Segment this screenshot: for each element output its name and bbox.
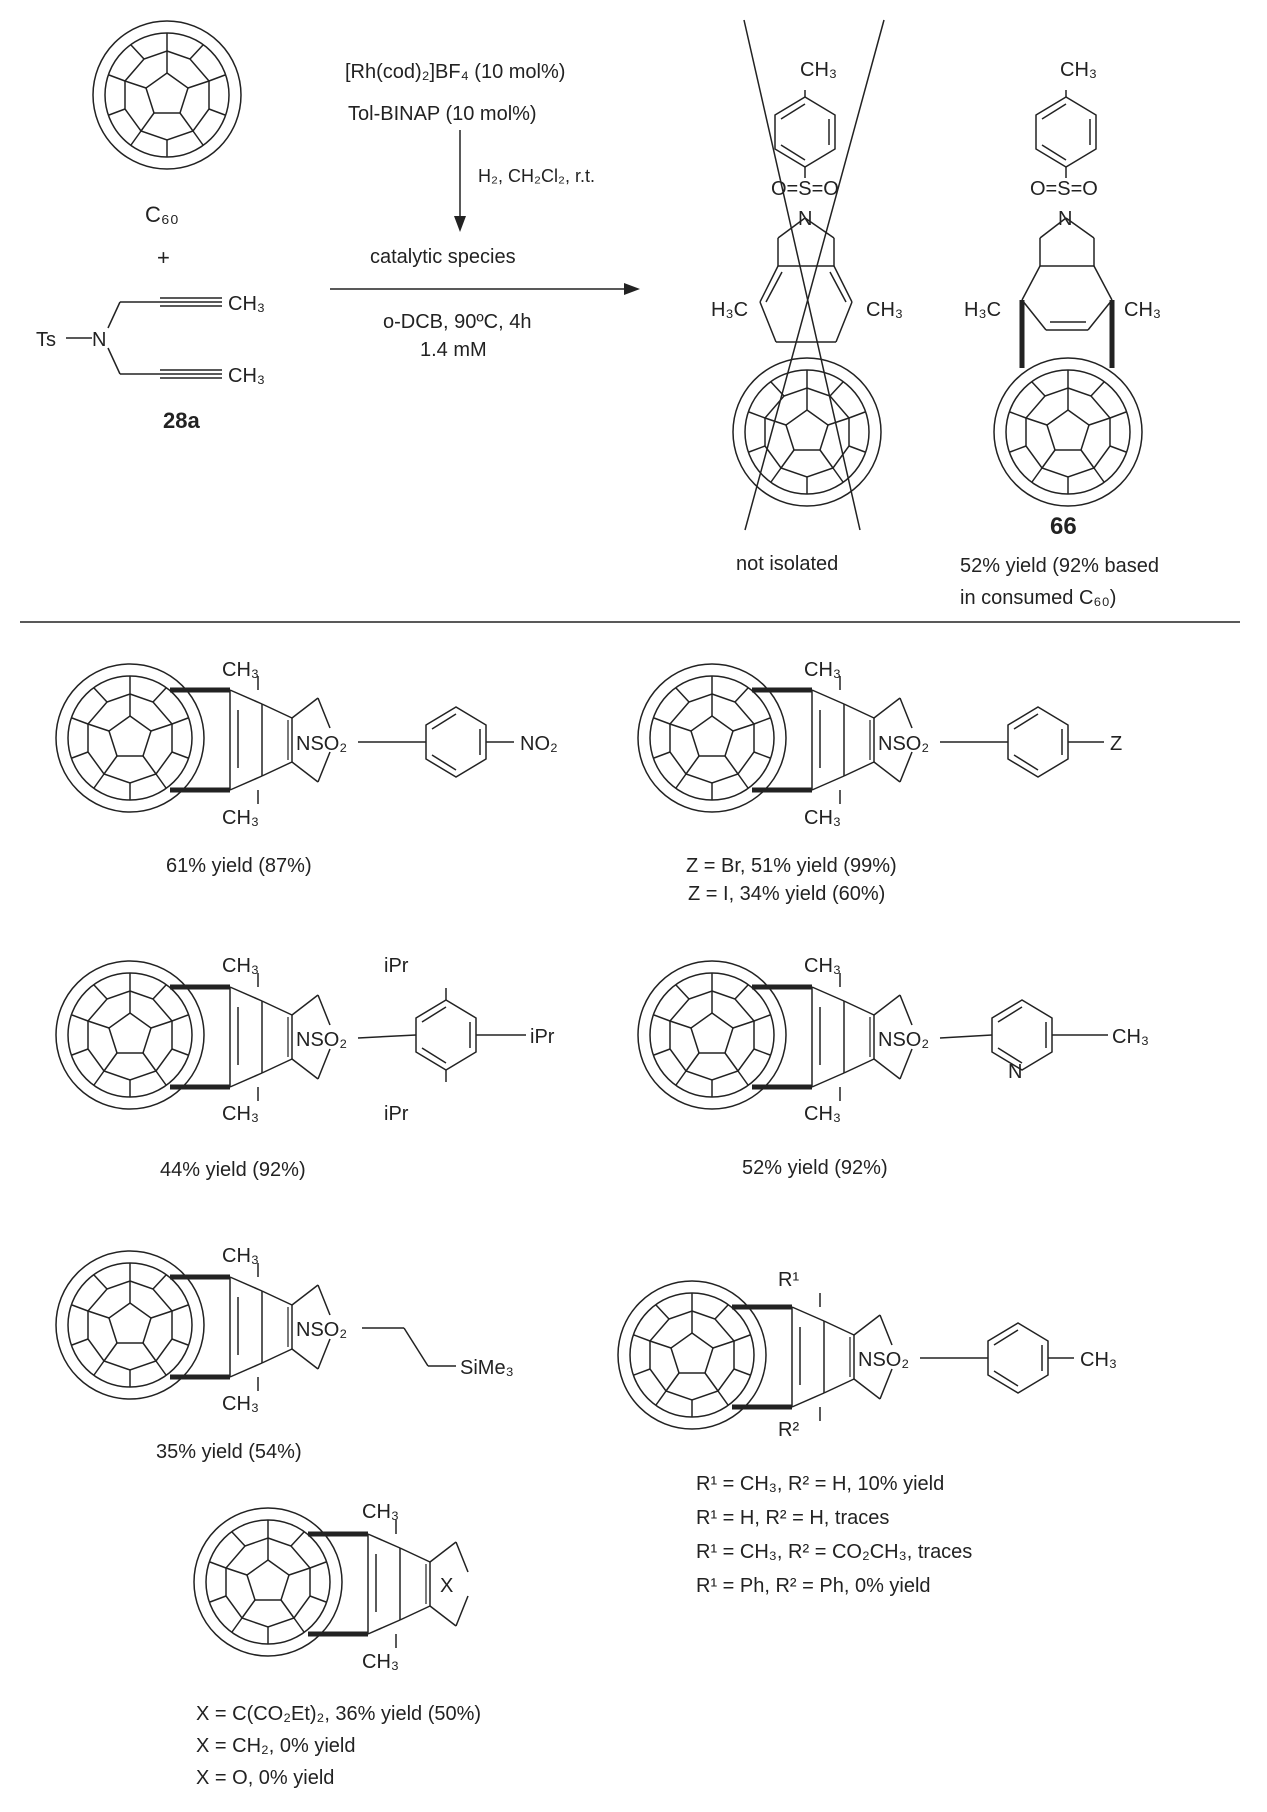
reagent-n-label: N — [92, 329, 106, 351]
scope-2-substituent: Z — [1110, 733, 1122, 755]
scope-5-yield: 35% yield (54%) — [156, 1441, 302, 1463]
plus-sign: + — [157, 245, 170, 270]
intermediate-sulfonyl: O=S=O — [771, 178, 839, 200]
scope-4-ring-nitrogen: N — [1008, 1061, 1022, 1083]
scope-5-substituent: SiMe₃ — [460, 1357, 514, 1379]
activation-conditions: H₂, CH₂Cl₂, r.t. — [478, 166, 595, 186]
scope-1-aryl-ring — [425, 706, 487, 778]
scope-2-aryl-ring — [1007, 706, 1069, 778]
scope-6-structure — [618, 1281, 892, 1429]
conditions-line-1: o-DCB, 90ºC, 4h — [383, 311, 531, 333]
scope-5-structure — [56, 1251, 330, 1399]
scope-6-result-2: R¹ = H, R² = H, traces — [696, 1507, 889, 1529]
product-66-id: 66 — [1050, 513, 1077, 540]
intermediate-methyl-right: CH₃ — [866, 299, 903, 321]
reagent-ts-label: Ts — [36, 329, 56, 351]
reagent-id: 28a — [163, 408, 200, 433]
scope-7-result-2: X = CH₂, 0% yield — [196, 1735, 356, 1757]
scope-4-pyridine-ring — [991, 999, 1053, 1071]
scope-2-methyl-bottom: CH₃ — [804, 807, 841, 829]
scope-7-methyl-bottom: CH₃ — [362, 1651, 399, 1673]
product-66-methyl-left: H₃C — [964, 299, 1001, 321]
scope-5-chain — [362, 1327, 456, 1367]
product-66-nitrogen: N — [1058, 208, 1072, 230]
intermediate-structure — [732, 19, 885, 531]
scope-4-nso2: NSO₂ — [878, 1029, 929, 1051]
scope-3-bond — [357, 1034, 417, 1039]
product-66-sulfonyl: O=S=O — [1030, 178, 1098, 200]
reaction-arrowhead — [624, 283, 640, 295]
scope-3-yield: 44% yield (92%) — [160, 1159, 306, 1181]
scope-3-nso2: NSO₂ — [296, 1029, 347, 1051]
reagent-methyl-1: CH₃ — [228, 293, 265, 315]
scope-3-ipr-top: iPr — [384, 955, 409, 977]
scope-1-nso2: NSO₂ — [296, 733, 347, 755]
scope-7-x-label: X — [440, 1575, 453, 1597]
scope-7-structure — [194, 1508, 468, 1656]
scope-1-structure — [56, 664, 330, 812]
scope-3-aryl-ring — [415, 999, 477, 1071]
reagent-28a — [66, 297, 222, 379]
catalytic-species-label: catalytic species — [370, 246, 516, 268]
reagent-methyl-2: CH₃ — [228, 365, 265, 387]
scope-6-substituent: CH₃ — [1080, 1349, 1117, 1371]
scope-7-methyl-top: CH₃ — [362, 1501, 399, 1523]
scope-5-nso2: NSO₂ — [296, 1319, 347, 1341]
scope-3-ipr-bottom: iPr — [384, 1103, 409, 1125]
product-66-structure — [993, 90, 1143, 507]
scope-6-result-1: R¹ = CH₃, R² = H, 10% yield — [696, 1473, 944, 1495]
conditions-line-2: 1.4 mM — [420, 339, 487, 361]
scope-3-structure — [56, 961, 330, 1109]
scope-3-methyl-top: CH₃ — [222, 955, 259, 977]
scope-7-result-3: X = O, 0% yield — [196, 1767, 334, 1789]
intermediate-nitrogen: N — [798, 208, 812, 230]
catalyst-line-2: Tol-BINAP (10 mol%) — [348, 103, 537, 125]
scope-2-structure — [638, 664, 912, 812]
scope-3-methyl-bottom: CH₃ — [222, 1103, 259, 1125]
scope-6-nso2: NSO₂ — [858, 1349, 909, 1371]
product-66-yield-line-2: in consumed C₆₀) — [960, 587, 1116, 609]
scope-6-result-4: R¹ = Ph, R² = Ph, 0% yield — [696, 1575, 931, 1597]
scope-6-r2-label: R² — [778, 1419, 799, 1441]
scope-7-result-1: X = C(CO₂Et)₂, 36% yield (50%) — [196, 1703, 481, 1725]
scope-1-methyl-top: CH₃ — [222, 659, 259, 681]
scope-6-aryl-ring — [987, 1322, 1049, 1394]
scope-2-nso2: NSO₂ — [878, 733, 929, 755]
scope-6-result-3: R¹ = CH₃, R² = CO₂CH₃, traces — [696, 1541, 972, 1563]
scope-2-yield-line-2: Z = I, 34% yield (60%) — [688, 883, 885, 905]
scope-4-yield: 52% yield (92%) — [742, 1157, 888, 1179]
scope-6-r1-label: R¹ — [778, 1269, 799, 1291]
intermediate-methyl-top: CH₃ — [800, 59, 837, 81]
scope-1-yield: 61% yield (87%) — [166, 855, 312, 877]
scope-2-yield-line-1: Z = Br, 51% yield (99%) — [686, 855, 897, 877]
scope-2-methyl-top: CH₃ — [804, 659, 841, 681]
not-isolated-caption: not isolated — [736, 553, 838, 575]
scope-4-methyl-bottom: CH₃ — [804, 1103, 841, 1125]
scope-3-ipr-para: iPr — [530, 1026, 555, 1048]
scope-5-methyl-bottom: CH₃ — [222, 1393, 259, 1415]
scope-4-substituent: CH₃ — [1112, 1026, 1149, 1048]
catalyst-line-1: [Rh(cod)₂]BF₄ (10 mol%) — [345, 61, 565, 83]
product-66-methyl-top: CH₃ — [1060, 59, 1097, 81]
scope-4-structure — [638, 961, 912, 1109]
scope-4-bond — [939, 1034, 993, 1039]
product-66-methyl-right: CH₃ — [1124, 299, 1161, 321]
intermediate-methyl-left: H₃C — [711, 299, 748, 321]
scope-1-methyl-bottom: CH₃ — [222, 807, 259, 829]
scope-5-methyl-top: CH₃ — [222, 1245, 259, 1267]
scope-1-substituent: NO₂ — [520, 733, 558, 755]
activation-arrowhead — [454, 216, 466, 232]
scope-4-methyl-top: CH₃ — [804, 955, 841, 977]
product-66-yield-line-1: 52% yield (92% based — [960, 555, 1159, 577]
c60-label: C₆₀ — [145, 202, 179, 227]
c60-molecule — [92, 20, 242, 170]
